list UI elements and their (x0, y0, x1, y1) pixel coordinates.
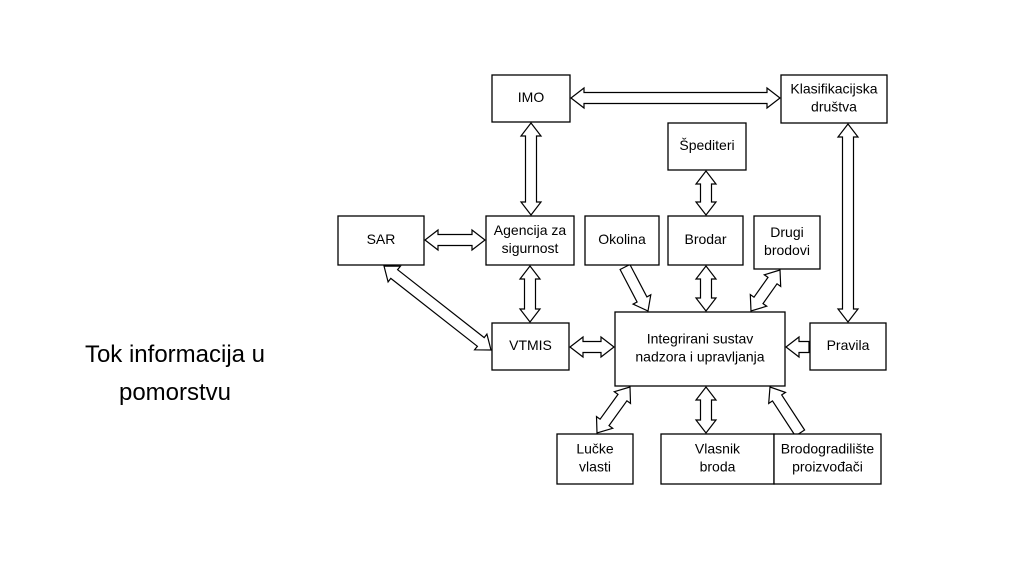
node-okolina-label-1: Okolina (598, 231, 646, 247)
node-okolina-box (584, 215, 660, 266)
node-brodogradiliste: Brodogradilište proizvođači (773, 433, 882, 485)
node-agencija: Agencija za sigurnost (485, 215, 575, 266)
node-sar: SAR (337, 215, 425, 266)
node-agencija-label-2: sigurnost (502, 240, 559, 256)
slide-title-line-1: Tok informacija u (84, 341, 266, 368)
node-lucke: Lučke vlasti (556, 433, 634, 485)
arrow-pravila-integrirani (785, 335, 810, 359)
node-integrirani-label-1: Integrirani sustav (647, 331, 754, 347)
node-okolina: Okolina (584, 215, 660, 266)
node-pravila: Pravila (809, 322, 887, 371)
node-vlasnik-label-2: broda (700, 459, 736, 475)
arrow-agencija-vtmis (518, 265, 542, 323)
node-drugi-label-1: Drugi (770, 224, 803, 240)
node-klasifikacijska: Klasifikacijska društva (780, 74, 888, 124)
node-klasifikacijska-label-2: društva (811, 99, 857, 115)
node-sar-label-1: SAR (367, 231, 396, 247)
arrow-integrirani-lucke (595, 386, 632, 434)
arrow-imo-agencija (519, 122, 543, 216)
node-brodogradiliste-box (773, 433, 882, 485)
node-vlasnik-label-1: Vlasnik (695, 441, 741, 457)
node-klasifikacijska-label-1: Klasifikacijska (790, 81, 877, 97)
arrow-sar-agencija (424, 228, 486, 252)
node-imo-label-1: IMO (518, 89, 545, 105)
node-drugi-box (753, 215, 821, 270)
node-brodar-box (667, 215, 744, 266)
node-integrirani-label-2: nadzora i upravljanja (635, 349, 764, 365)
slide-title: Tok informacija u pomorstvu (40, 336, 310, 412)
slide-title-line-2: pomorstvu (118, 379, 232, 406)
node-spediteri: Špediteri (667, 122, 747, 171)
node-vtmis-label-1: VTMIS (509, 337, 552, 353)
node-spediteri-label-1: Špediteri (679, 137, 734, 153)
node-imo-box (491, 74, 571, 123)
node-brodar: Brodar (667, 215, 744, 266)
node-vtmis-box (491, 322, 570, 371)
node-integrirani-box (614, 311, 786, 387)
arrow-vtmis-integrirani (569, 335, 615, 359)
node-spediteri-box (667, 122, 747, 171)
node-brodar-label-1: Brodar (684, 231, 726, 247)
node-lucke-box (556, 433, 634, 485)
node-pravila-box (809, 322, 887, 371)
node-brodogradiliste-label-2: proizvođači (792, 459, 863, 475)
arrow-drugi-integrirani (749, 269, 782, 312)
diagram-edges (383, 86, 860, 437)
arrow-brodogradiliste-integrirani (768, 386, 806, 437)
node-integrirani: Integrirani sustav nadzora i upravljanja (614, 311, 786, 387)
node-agencija-box (485, 215, 575, 266)
arrow-brodar-integrirani (694, 265, 718, 312)
node-vlasnik: Vlasnik broda (660, 433, 775, 485)
node-agencija-label-1: Agencija za (494, 222, 567, 238)
node-pravila-label-1: Pravila (827, 337, 870, 353)
node-vtmis: VTMIS (491, 322, 570, 371)
node-lucke-label-1: Lučke (576, 441, 614, 457)
node-klasifikacijska-box (780, 74, 888, 124)
arrow-klasifikacijska-pravila (836, 123, 860, 323)
node-vlasnik-box (660, 433, 775, 485)
arrow-imo-klasifikacijska (570, 86, 781, 110)
node-sar-box (337, 215, 425, 266)
arrow-spediteri-brodar (694, 170, 718, 216)
node-lucke-label-2: vlasti (579, 459, 611, 475)
arrow-sar-vtmis (383, 265, 492, 351)
arrow-integrirani-vlasnik (694, 386, 718, 434)
node-brodogradiliste-label-1: Brodogradilište (781, 441, 875, 457)
node-drugi-label-2: brodovi (764, 242, 810, 258)
arrow-okolina-integrirani (619, 263, 652, 312)
node-imo: IMO (491, 74, 571, 123)
node-drugi: Drugi brodovi (753, 215, 821, 270)
